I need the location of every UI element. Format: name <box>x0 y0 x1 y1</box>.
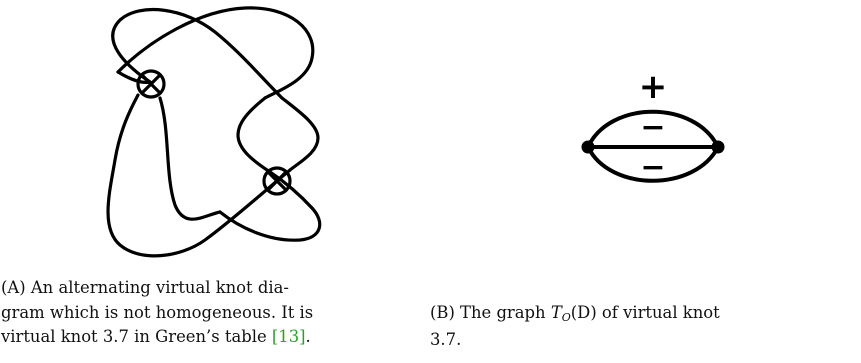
knot-strand-long-diagonal <box>106 93 292 258</box>
graph-vertex-left <box>581 140 595 154</box>
virtual-crossing-circle-upper <box>136 69 166 99</box>
virtual-crossing-circle-lower <box>262 166 292 196</box>
knot-strand-right-upper <box>280 96 320 172</box>
knot-strand-top-left-lobe <box>111 7 284 100</box>
knot-strand-center-diamond <box>236 96 314 210</box>
knot-strand-lower-right <box>218 206 322 242</box>
citation-link[interactable]: [13] <box>271 327 306 346</box>
caption-a-line-2: gram which is not homogeneous. It is <box>1 302 314 322</box>
edge-label-middle: − <box>640 110 665 145</box>
graph-vertex-right <box>711 140 725 154</box>
graph-edge-top <box>586 109 720 149</box>
edge-label-bottom: − <box>640 150 665 185</box>
caption-b: (B) The graph TO(D) of virtual knot 3.7. <box>430 301 850 352</box>
figure-b: + − − (B) The graph TO(D) of virtual kno… <box>430 0 861 363</box>
caption-a-line-1: (A) An alternating virtual knot dia- <box>1 278 289 297</box>
knot-diagram <box>106 6 322 258</box>
caption-b-line-2: 3.7. <box>430 329 462 349</box>
graph-t-o-d: + − − <box>581 67 725 185</box>
caption-a-line-3: virtual knot 3.7 in Green’s table [13]. <box>1 327 311 346</box>
edge-label-top: + <box>639 67 668 107</box>
caption-a: (A) An alternating virtual knot dia- gra… <box>1 276 421 350</box>
caption-b-line-1: (B) The graph TO(D) of virtual knot <box>430 303 720 324</box>
graph-edge-bottom <box>586 145 720 183</box>
knot-strand-top-right-arc <box>116 6 315 100</box>
figure-a: (A) An alternating virtual knot dia- gra… <box>0 0 430 363</box>
knot-strand-left-inner <box>158 96 222 221</box>
